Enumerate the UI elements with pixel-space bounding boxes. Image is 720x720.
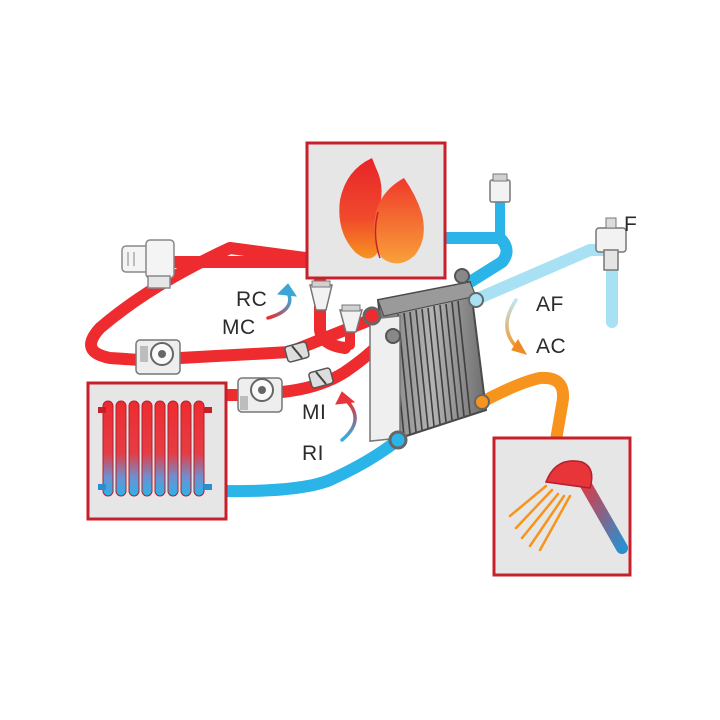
thermostatic-valve-icon [121, 239, 175, 289]
air-vent-icon [309, 280, 333, 311]
label-mi: MI [302, 401, 327, 424]
label-af: AF [536, 293, 564, 316]
circulator-pump-icon [135, 339, 181, 375]
radiator-panel [86, 381, 228, 521]
plate-heat-exchanger-icon [362, 268, 490, 450]
label-mc: MC [222, 316, 256, 339]
shower-panel [492, 436, 632, 577]
circulator-pump-icon [237, 377, 283, 413]
flow-arrow-rc [266, 283, 298, 320]
label-ri: RI [302, 442, 324, 465]
boiler-panel [305, 141, 447, 280]
air-vent-icon [489, 173, 511, 203]
dhw-pipe [476, 371, 569, 446]
flow-arrow-mi [335, 391, 357, 442]
boiler-drop-pipe [314, 272, 351, 354]
air-vent-icon [339, 304, 363, 333]
radiator-return-pipe [219, 434, 404, 498]
flow-arrow-af [505, 298, 528, 355]
shower-icon [508, 460, 628, 554]
check-valve-icon [284, 341, 310, 363]
check-valve-icon [308, 367, 334, 389]
label-f: F [624, 213, 638, 236]
label-ac: AC [536, 335, 567, 358]
radiator-icon [98, 400, 212, 497]
inlet-filter-icon [595, 217, 627, 271]
label-rc: RC [236, 288, 268, 311]
flame-icon [339, 158, 424, 264]
